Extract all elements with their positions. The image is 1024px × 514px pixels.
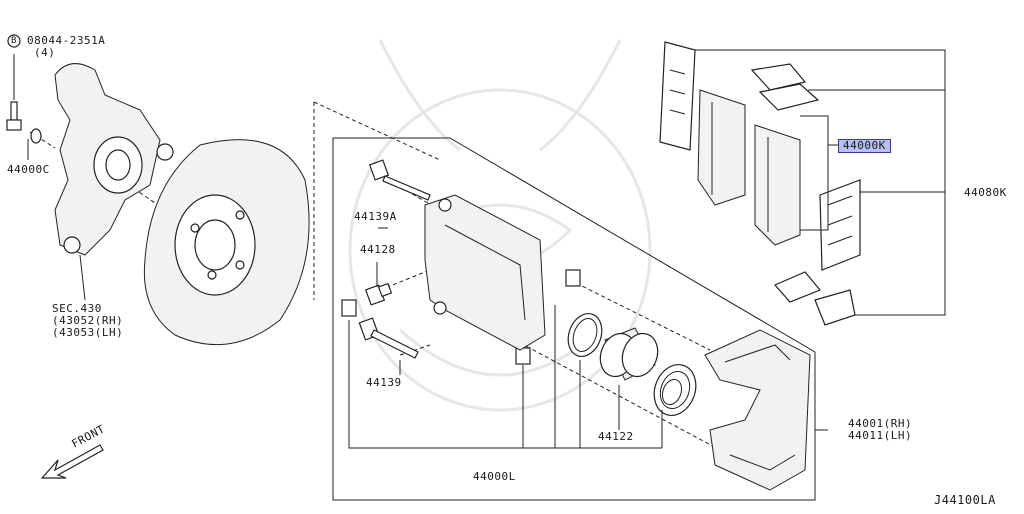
caliper-body-part — [424, 194, 546, 351]
diagram-id: J44100LA — [934, 493, 996, 507]
bolt-part-number: 08044-2351A — [27, 34, 106, 47]
pad-kit-number-highlighted[interactable]: 44000K — [838, 139, 891, 153]
bushing-number: 44128 — [360, 243, 396, 256]
guide-pin-a-number: 44139A — [354, 210, 397, 223]
dust-shield-part — [143, 139, 310, 346]
bolt-part — [6, 54, 42, 144]
shim-plate-part — [659, 41, 696, 151]
piston-number: 44122 — [598, 430, 634, 443]
bushing-part — [364, 282, 393, 306]
piston-boot-part — [653, 364, 697, 416]
bolt-prefix-letter: B — [11, 36, 17, 46]
knuckle-lh-number: (43053(LH) — [52, 326, 124, 339]
seal-ring-part — [567, 313, 603, 357]
caliper-assembly-box — [332, 137, 816, 501]
section-reference: SEC.430 — [52, 302, 102, 315]
bolt-prefix-icon — [7, 34, 21, 48]
knuckle-part — [54, 63, 174, 301]
front-arrow-icon — [40, 444, 104, 479]
guide-pin-number: 44139 — [366, 376, 402, 389]
shim-kit-number: 44080K — [964, 186, 1007, 199]
bracket-lh-number: 44011(LH) — [848, 429, 913, 442]
guide-pin-a-part — [368, 159, 431, 201]
washer-part-number: 44000C — [7, 163, 50, 176]
bracket-part — [704, 329, 811, 491]
brake-pad-parts — [697, 89, 801, 246]
guide-pin-part — [358, 317, 419, 359]
bolt-quantity: (4) — [34, 46, 56, 59]
knuckle-rh-number: (43052(RH) — [52, 314, 124, 327]
bracket-rh-number: 44001(RH) — [848, 417, 913, 430]
piston-part — [599, 327, 659, 381]
caliper-assembly-number: 44000L — [473, 470, 516, 483]
anti-rattle-shim-part — [819, 179, 861, 271]
leader-lines — [27, 49, 946, 449]
